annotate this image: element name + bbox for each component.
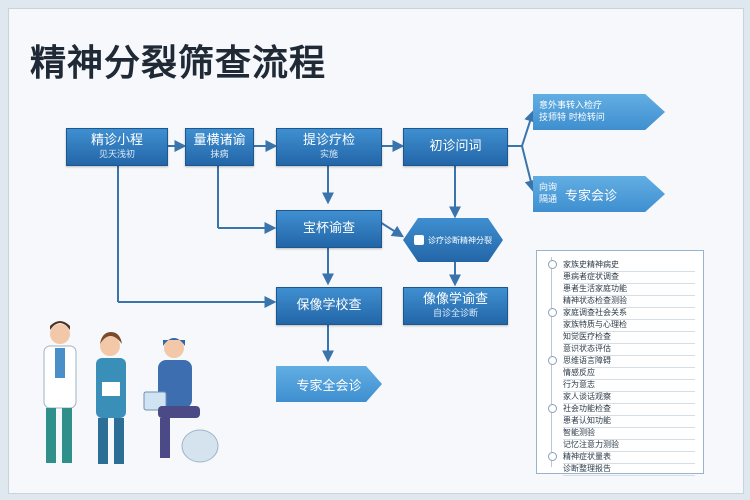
node-scale-sub: 抹病: [210, 150, 229, 160]
checklist-marker: [548, 356, 557, 365]
node-intake: 精诊小程 见天浅初: [66, 128, 168, 166]
page-title: 精神分裂筛查流程: [30, 43, 327, 84]
checklist-row-label: 情感反应: [563, 367, 595, 377]
checklist-row-label: 患病者症状调查: [563, 271, 619, 281]
expert-consult-arrow: 向询 隔通 专家会诊: [533, 176, 665, 212]
checklist-panel: 家族史精神病史患病者症状调查患者生活家庭功能精神状态检查测验家庭调查社会关系家族…: [536, 250, 704, 476]
checklist-marker: [548, 452, 557, 461]
node-intake-label: 精诊小程: [90, 133, 143, 148]
node-exam-sub: 实施: [319, 150, 338, 160]
checklist-row: 知觉医疗检查: [563, 329, 695, 344]
node-lab-check-label: 宝杯谕查: [302, 221, 355, 236]
node-imaging-check-label: 保像学校查: [296, 298, 362, 313]
node-imaging-exam-label: 像像学谕查: [422, 292, 488, 307]
node-exam-label: 提诊疗检: [302, 133, 355, 148]
checklist-row: 记忆注意力测验: [563, 437, 695, 452]
node-exam: 提诊疗检 实施: [276, 128, 382, 166]
checklist-row-label: 精神状态检查测验: [563, 295, 627, 305]
referral-arrow: 意外事转入检疗 技师特 时检转问: [533, 94, 665, 130]
checklist-row-label: 患者生活家庭功能: [563, 283, 627, 293]
decision-label: 诊疗诊断精神分裂: [428, 235, 492, 245]
node-initial-interview: 初诊问词: [403, 128, 508, 166]
checklist-row: 思维语言障碍: [563, 353, 695, 368]
medical-cross-icon: [414, 235, 424, 245]
checklist-row: 家人谈话观察: [563, 389, 695, 404]
checklist-row: 家族特质与心理检: [563, 317, 695, 332]
expert-side2: 隔通: [539, 195, 558, 205]
checklist-row: 患者生活家庭功能: [563, 281, 695, 296]
node-imaging-exam-sub: 自诊全诊断: [432, 309, 478, 319]
checklist-row-label: 记忆注意力测验: [563, 439, 619, 449]
decision-diamond: 诊疗诊断精神分裂: [403, 218, 503, 262]
checklist-row-label: 精神症状量表: [563, 451, 611, 461]
checklist-row: 家族史精神病史: [563, 257, 695, 272]
checklist-row-label: 行为意志: [563, 379, 595, 389]
checklist-row-label: 思维语言障碍: [563, 355, 611, 365]
checklist-row: 精神状态检查测验: [563, 293, 695, 308]
checklist-row: 家庭调查社会关系: [563, 305, 695, 320]
node-lab-check: 宝杯谕查: [276, 210, 382, 248]
checklist-row-label: 家庭调查社会关系: [563, 307, 627, 317]
checklist-row-label: 诊断整理报告: [563, 463, 611, 473]
final-consult-label: 专家全会诊: [296, 378, 362, 394]
checklist-row-label: 智能测验: [563, 427, 595, 437]
checklist-row: 患病者症状调查: [563, 269, 695, 284]
checklist-row: 意识状态评估: [563, 341, 695, 356]
checklist-row-label: 意识状态评估: [563, 343, 611, 353]
expert-consult-label: 专家会诊: [565, 188, 618, 204]
node-imaging-exam: 像像学谕查 自诊全诊断: [403, 287, 508, 325]
referral-line1: 意外事转入检疗: [539, 101, 603, 111]
checklist-row-label: 家族史精神病史: [563, 259, 619, 269]
node-initial-interview-label: 初诊问词: [429, 139, 482, 154]
node-intake-sub: 见天浅初: [98, 150, 135, 160]
checklist-row: 行为意志: [563, 377, 695, 392]
expert-side1: 向询: [539, 183, 558, 193]
checklist-row: 患者认知功能: [563, 413, 695, 428]
checklist-row: 精神症状量表: [563, 449, 695, 464]
checklist-row-label: 社会功能检查: [563, 403, 611, 413]
checklist-marker: [548, 260, 557, 269]
checklist-marker: [548, 404, 557, 413]
checklist-marker: [548, 308, 557, 317]
checklist-row-label: 患者认知功能: [563, 415, 611, 425]
referral-line2: 技师特 时检转问: [539, 113, 605, 123]
checklist-row: 社会功能检查: [563, 401, 695, 416]
final-consult-arrow: 专家全会诊: [276, 366, 382, 402]
checklist-row: 诊断整理报告: [563, 461, 695, 476]
checklist-row-label: 家人谈话观察: [563, 391, 611, 401]
node-scale-label: 量横诸谕: [193, 133, 246, 148]
checklist-row: 智能测验: [563, 425, 695, 440]
checklist-row-label: 知觉医疗检查: [563, 331, 611, 341]
node-imaging-check: 保像学校查: [276, 287, 382, 325]
checklist-row-label: 家族特质与心理检: [563, 319, 627, 329]
node-scale: 量横诸谕 抹病: [185, 128, 254, 166]
checklist-row: 情感反应: [563, 365, 695, 380]
clinical-staff-illustration: [43, 321, 219, 464]
